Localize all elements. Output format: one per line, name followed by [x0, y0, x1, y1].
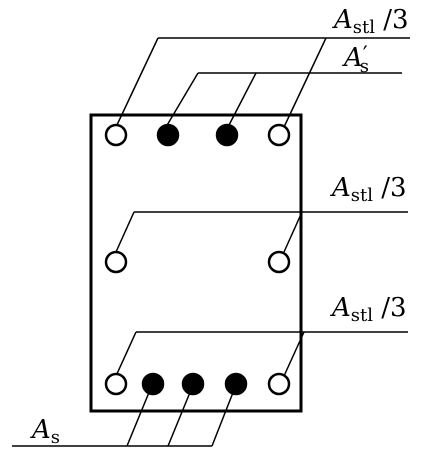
label-compression-steel: A′s: [342, 43, 369, 77]
rebar-bottom-inner-solid: [181, 372, 205, 396]
rebar-middle-left-hollow: [104, 250, 128, 274]
rebar-bottom-inner-solid: [141, 372, 165, 396]
rebar-bottom-right-hollow: [267, 372, 291, 396]
leader-compression-steel: [165, 72, 402, 128]
rebar-top-right-hollow: [267, 123, 291, 147]
label-bottom-stl: Astl /3: [330, 293, 407, 326]
leader-tension-steel: [12, 389, 235, 447]
rebar-top-left-hollow: [104, 123, 128, 147]
rebar-top-inner-solid: [156, 123, 180, 147]
leader-bottom-stl: [115, 331, 408, 377]
rebar-top-inner-solid: [215, 123, 239, 147]
section-outline: [89, 113, 303, 413]
rebar-middle-right-hollow: [267, 250, 291, 274]
label-middle-stl: Astl /3: [330, 173, 407, 206]
rebar-bottom-left-hollow: [104, 372, 128, 396]
label-top-stl: Astl /3: [332, 5, 409, 38]
leader-middle-stl: [115, 211, 408, 253]
rebar-bottom-inner-solid: [224, 372, 248, 396]
leader-top-stl: [115, 37, 410, 128]
label-tension-steel: As: [30, 415, 60, 448]
